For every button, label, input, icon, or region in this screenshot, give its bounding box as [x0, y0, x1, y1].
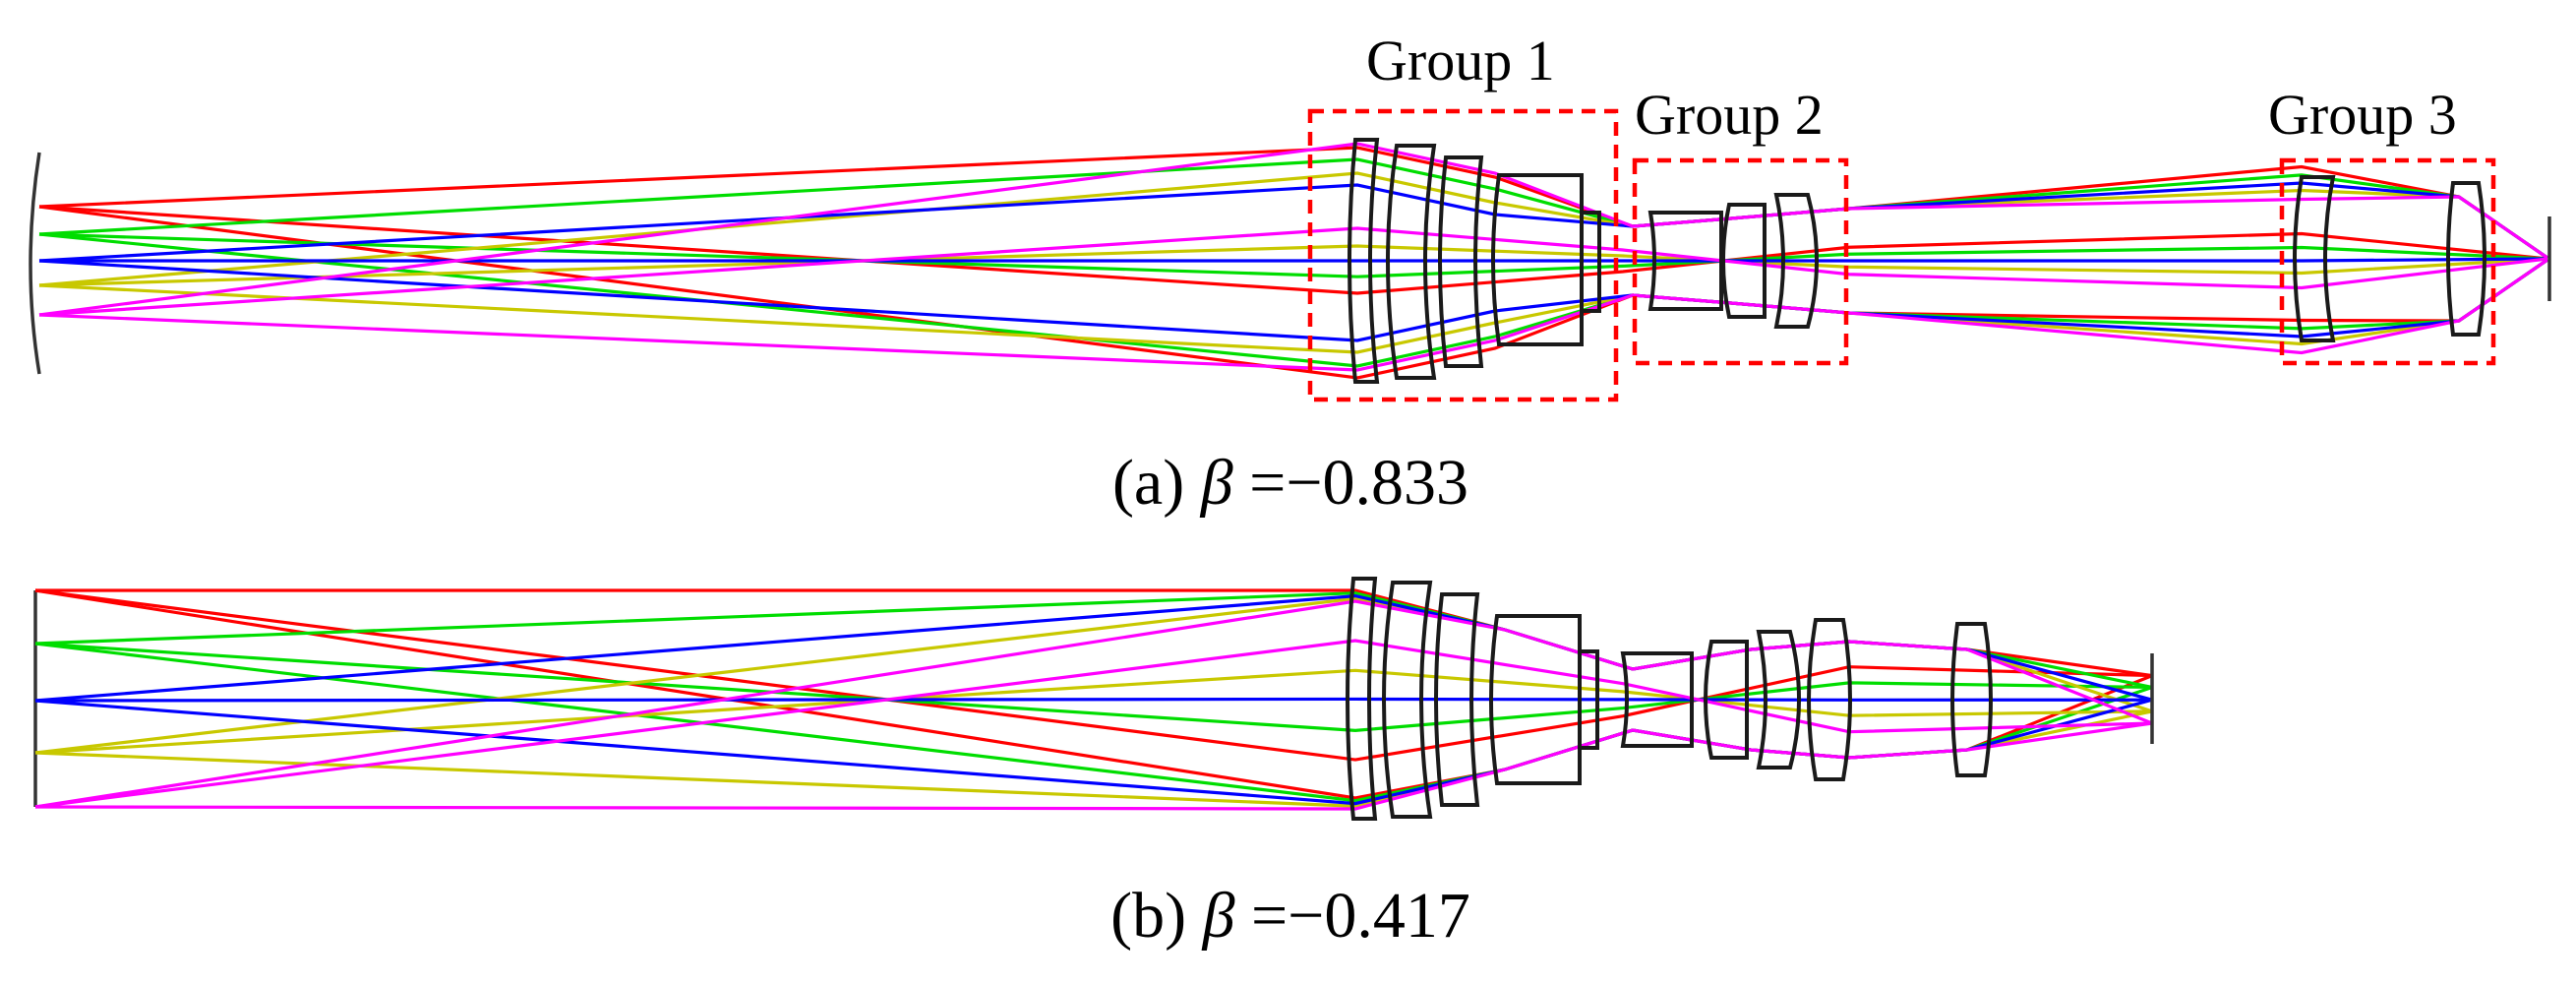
lens-b3: [1434, 592, 1480, 807]
lens-group-2-b: [1620, 618, 1852, 781]
caption-b-value: =−0.417: [1234, 880, 1469, 952]
group-2-label: Group 2: [1635, 83, 1824, 147]
group-3-box: [2279, 157, 2496, 366]
lens-group-1-b: [1346, 577, 1599, 821]
caption-a-prefix: (a): [1112, 447, 1201, 519]
lens-b7: [1704, 640, 1749, 760]
panel-a-layout: Group 1 Group 2 Group 3 (a) β =−0.833: [29, 29, 2551, 519]
group-1-box: [1307, 108, 1619, 402]
lens-a2: [1386, 144, 1437, 380]
lens-a7: [1721, 203, 1767, 319]
ray-bundles-b: [34, 588, 2153, 811]
lens-a10: [2446, 181, 2486, 337]
object-plane-a: [29, 152, 41, 375]
panel-b-magenta-ray: [34, 639, 2153, 809]
lens-b1: [1346, 577, 1378, 821]
group-2-box: [1632, 157, 1849, 366]
caption-a-symbol: β: [1199, 447, 1233, 519]
lens-b6: [1620, 651, 1694, 748]
lens-b5: [1578, 649, 1599, 750]
panel-b-green-ray: [34, 642, 2153, 803]
panel-a-magenta-ray: [38, 142, 2548, 317]
caption-b-symbol: β: [1201, 880, 1235, 952]
lens-group-3-b: [1950, 622, 1993, 777]
panel-a-magenta-ray: [38, 226, 2548, 317]
lens-group-2-a: [1647, 193, 1819, 329]
lens-b10: [1950, 622, 1993, 777]
panel-a-blue-ray: [39, 257, 2548, 263]
ray-bundles-a: [38, 142, 2548, 380]
panel-b-blue-ray: [34, 697, 2153, 703]
lens-a9: [2293, 175, 2336, 342]
caption-b-prefix: (b): [1110, 880, 1202, 952]
caption-b: (b) β =−0.417: [1110, 880, 1470, 952]
lens-a4: [1491, 173, 1584, 346]
group-3-label: Group 3: [2268, 83, 2457, 147]
lens-a8: [1773, 193, 1819, 329]
lens-b8: [1756, 630, 1801, 770]
lens-a1: [1348, 138, 1380, 384]
group-1-label: Group 1: [1366, 29, 1555, 92]
lens-b9: [1807, 618, 1852, 781]
lens-group-1-a: [1348, 138, 1601, 384]
panel-b-red-ray: [34, 588, 2153, 762]
lens-a3: [1438, 155, 1484, 368]
lens-group-3-a: [2293, 175, 2486, 342]
caption-a: (a) β =−0.833: [1112, 447, 1468, 519]
lens-a5: [1580, 211, 1601, 313]
lens-a6: [1647, 211, 1723, 311]
panel-a-green-ray: [38, 157, 2548, 260]
lens-b4: [1489, 614, 1582, 785]
lens-b2: [1382, 581, 1433, 819]
panel-b-green-ray: [34, 642, 2153, 732]
panel-b-layout: (b) β =−0.417: [33, 577, 2154, 952]
panel-b-yellow-ray: [34, 668, 2153, 755]
panel-a-magenta-ray: [38, 258, 2548, 372]
caption-a-value: =−0.833: [1233, 447, 1468, 519]
